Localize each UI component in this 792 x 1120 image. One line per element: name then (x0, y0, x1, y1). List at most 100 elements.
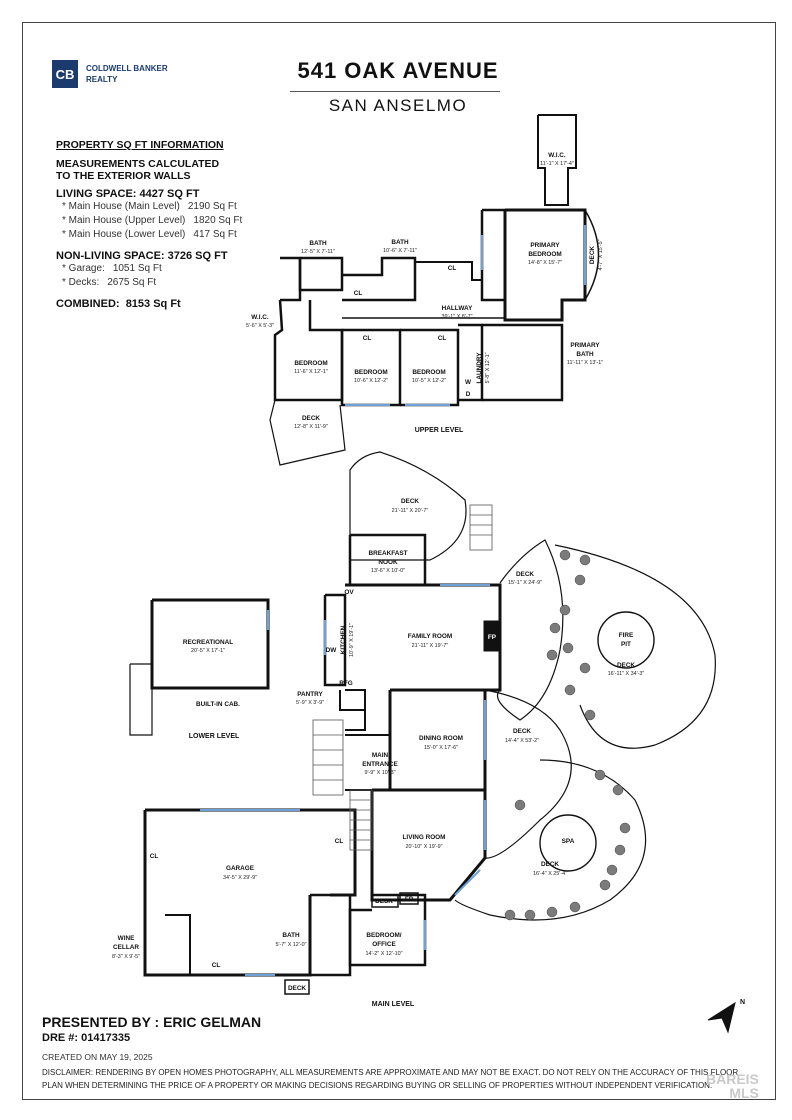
room-dims: 5'-8" X 12'-1" (485, 352, 491, 383)
wall-deck-fire-pit (554, 544, 716, 749)
room-label: PRIMARY (530, 242, 560, 249)
oven-tag: OV (344, 589, 354, 596)
page-subtitle: SAN ANSELMO (328, 96, 468, 115)
dishwasher-tag: DW (326, 647, 338, 654)
room-dims: 8'-3" X 9'-5" (112, 954, 140, 960)
room-dims: 39'-1" X 8'-7" (441, 314, 472, 320)
room-label: CELLAR (113, 944, 139, 951)
room-label: BEDROOM (354, 369, 387, 376)
room-dims: 10'-9" X 19'-1" (349, 623, 355, 657)
room-dims: 21'-11" X 19'-7" (412, 643, 449, 649)
room-label: WINE (118, 935, 135, 942)
brand-name: COLDWELL BANKER (86, 64, 168, 73)
room-label: RECREATIONAL (183, 639, 233, 646)
wall-wine-cellar (165, 914, 191, 975)
room-dims: 10'-5" X 12'-2" (412, 378, 446, 384)
living-item: * Main House (Lower Level)417 Sq Ft (62, 229, 237, 240)
room-dims: 34'-5" X 29'-9" (223, 875, 257, 881)
room-dims: 10'-6" X 12'-2" (354, 378, 388, 384)
desk-tag: DESK (375, 898, 393, 905)
room-label: SPA (562, 838, 575, 845)
room-label: PIT (621, 641, 631, 648)
disclaimer-text: DISCLAIMER: RENDERING BY OPEN HOMES PHOT… (42, 1068, 739, 1090)
room-dims: 21'-11" X 20'-7" (392, 508, 429, 514)
wall-bedroom-office (348, 893, 427, 967)
wall-recreational (150, 598, 270, 690)
room-label: DINING ROOM (419, 735, 463, 742)
room-label: DECK (516, 571, 534, 578)
room-label: DECK (589, 246, 596, 264)
washer-tag: W (465, 379, 472, 386)
wall-living-room (370, 788, 487, 902)
nonliving-item: * Decks:2675 Sq Ft (62, 277, 157, 288)
brand-logo: CB COLDWELL BANKER REALTY (52, 60, 168, 88)
room-label: KITCHEN (340, 625, 347, 654)
room-label: BUILT-IN CAB. (196, 701, 240, 708)
level-label-lower: LOWER LEVEL (189, 733, 240, 740)
room-dims: 11'-6" X 12'-1" (294, 369, 328, 375)
logo-mark: CB (52, 60, 78, 88)
closet-tag: CL (335, 838, 344, 845)
presented-by: PRESENTED BY : ERIC GELMAN (42, 1014, 262, 1030)
room-label: LIVING ROOM (403, 834, 446, 841)
closet-tag: CL (363, 335, 372, 342)
room-dims: 11'-11" X 13'-1" (567, 360, 603, 366)
dre-number: DRE #: 01417335 (42, 1032, 131, 1044)
nonliving-item: * Garage:1051 Sq Ft (62, 263, 162, 274)
fireplace-tag: FP (488, 634, 497, 641)
wall-upper-wic (537, 114, 577, 206)
room-label: BEDROOM (294, 360, 327, 367)
room-label: DECK (541, 861, 559, 868)
room-label: DECK (401, 498, 419, 505)
desk-box (371, 894, 399, 908)
room-dims: 20'-10" X 19'-9" (405, 844, 442, 850)
room-dims: 12'-5" X 7'-11" (301, 249, 335, 255)
room-label: HALLWAY (442, 305, 473, 312)
closet-tag: CL (150, 853, 159, 860)
room-label: BATH (282, 932, 300, 939)
room-label: BEDROOM/ (366, 932, 401, 939)
fireplace-box (399, 892, 419, 905)
north-arrow (707, 1001, 736, 1034)
room-label: BEDROOM (412, 369, 445, 376)
room-label: W.I.C. (548, 152, 566, 159)
wall-bath-main (310, 893, 352, 977)
room-dims: 16'-11" X 34'-3" (608, 671, 645, 677)
wall-upper-deck (584, 209, 600, 301)
room-dims: 13'-6" X 10'-0" (371, 568, 405, 574)
spa-circle (539, 814, 597, 872)
room-label: DECK (288, 985, 306, 992)
combined-total: COMBINED: 8153 Sq Ft (56, 298, 181, 310)
room-label: BATH (391, 239, 409, 246)
living-item: * Main House (Upper Level)1820 Sq Ft (62, 215, 243, 226)
sqft-info-panel: PROPERTY SQ FT INFORMATION MEASUREMENTS … (56, 139, 296, 310)
room-label: PRIMARY (570, 342, 600, 349)
room-label: ENTRANCE (362, 761, 398, 768)
level-label-main: MAIN LEVEL (372, 1001, 415, 1008)
page-frame (22, 22, 776, 1100)
room-label: MAIN (372, 752, 389, 759)
room-label: BATH (576, 351, 594, 358)
dryer-tag: D (466, 391, 471, 398)
room-dims: 16'-4" X 25'-4" (533, 871, 567, 877)
wall-garage (145, 808, 357, 897)
fire-pit-circle (597, 611, 655, 669)
living-item: * Main House (Main Level)2190 Sq Ft (62, 201, 237, 212)
nonliving-space-title: NON-LIVING SPACE: 3726 SQ FT (56, 250, 228, 262)
page-title: 541 OAK AVENUE (297, 58, 499, 83)
room-label: W.I.C. (251, 314, 269, 321)
living-space-title: LIVING SPACE: 4427 SQ FT (56, 188, 200, 200)
room-label: NOOK (378, 559, 398, 566)
sqft-heading: PROPERTY SQ FT INFORMATION (56, 139, 224, 151)
room-dims: 12'-8" X 11'-9" (294, 424, 328, 430)
room-dims: 5'-9" X 3'-9" (296, 700, 324, 706)
compass-north-label: N (740, 999, 745, 1006)
level-label-upper: UPPER LEVEL (415, 427, 464, 434)
closet-tag: CL (448, 265, 457, 272)
closet-tag: CL (438, 335, 447, 342)
room-label: LAUNDRY (476, 352, 483, 384)
fireplace-tag: FP (405, 896, 414, 903)
landscape-shrubs (504, 549, 631, 921)
room-dims: 14'-2" X 12'-10" (365, 951, 402, 957)
room-dims: 4'-7" X 15'-5" (598, 239, 604, 270)
